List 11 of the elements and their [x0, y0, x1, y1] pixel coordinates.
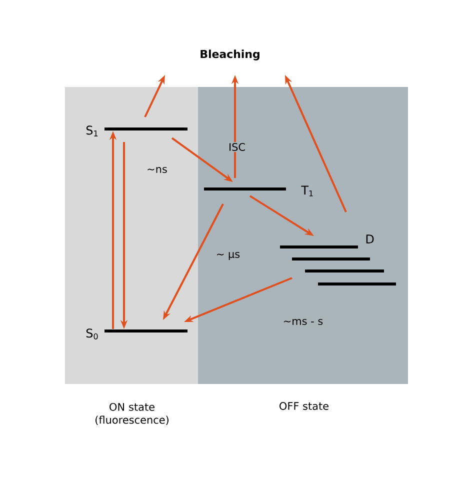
time-label: ~ms - s — [284, 319, 323, 325]
state-label: OFF state — [280, 402, 328, 410]
time-label: ~ns — [148, 167, 167, 173]
time-label: ~ µs — [217, 252, 240, 260]
level-label: D — [366, 234, 374, 244]
level-label: S$_{0}$ — [86, 328, 98, 340]
edge-label: ISC — [227, 142, 247, 152]
state-label: ON state (fluorescence) — [96, 402, 168, 426]
level-label: T$_{1}$ — [301, 186, 313, 196]
level-label: S$_{1}$ — [86, 126, 98, 136]
title-text: Bleaching — [200, 50, 260, 60]
